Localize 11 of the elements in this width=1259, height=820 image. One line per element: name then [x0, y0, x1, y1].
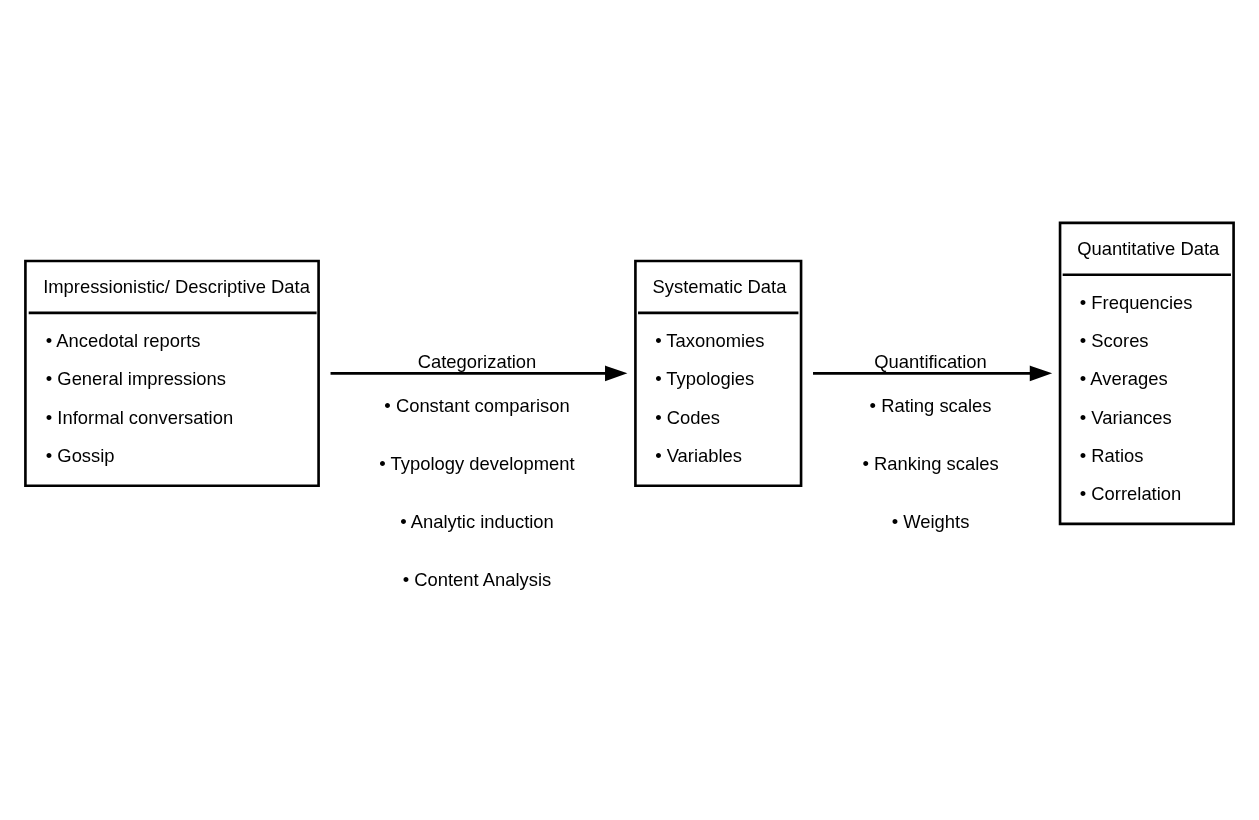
edge-label: Categorization — [417, 350, 537, 372]
label: • Typology development — [379, 452, 575, 474]
label: • Weights — [891, 510, 970, 532]
edge-label: Quantification — [874, 350, 987, 372]
label: • Analytic induction — [400, 510, 554, 532]
label: • Content Analysis — [402, 568, 552, 590]
arrow — [813, 365, 1053, 381]
label: • Constant comparison — [384, 394, 570, 416]
arrow — [330, 365, 628, 381]
label: • Rating scales — [869, 394, 992, 416]
label: • Ranking scales — [862, 452, 999, 474]
